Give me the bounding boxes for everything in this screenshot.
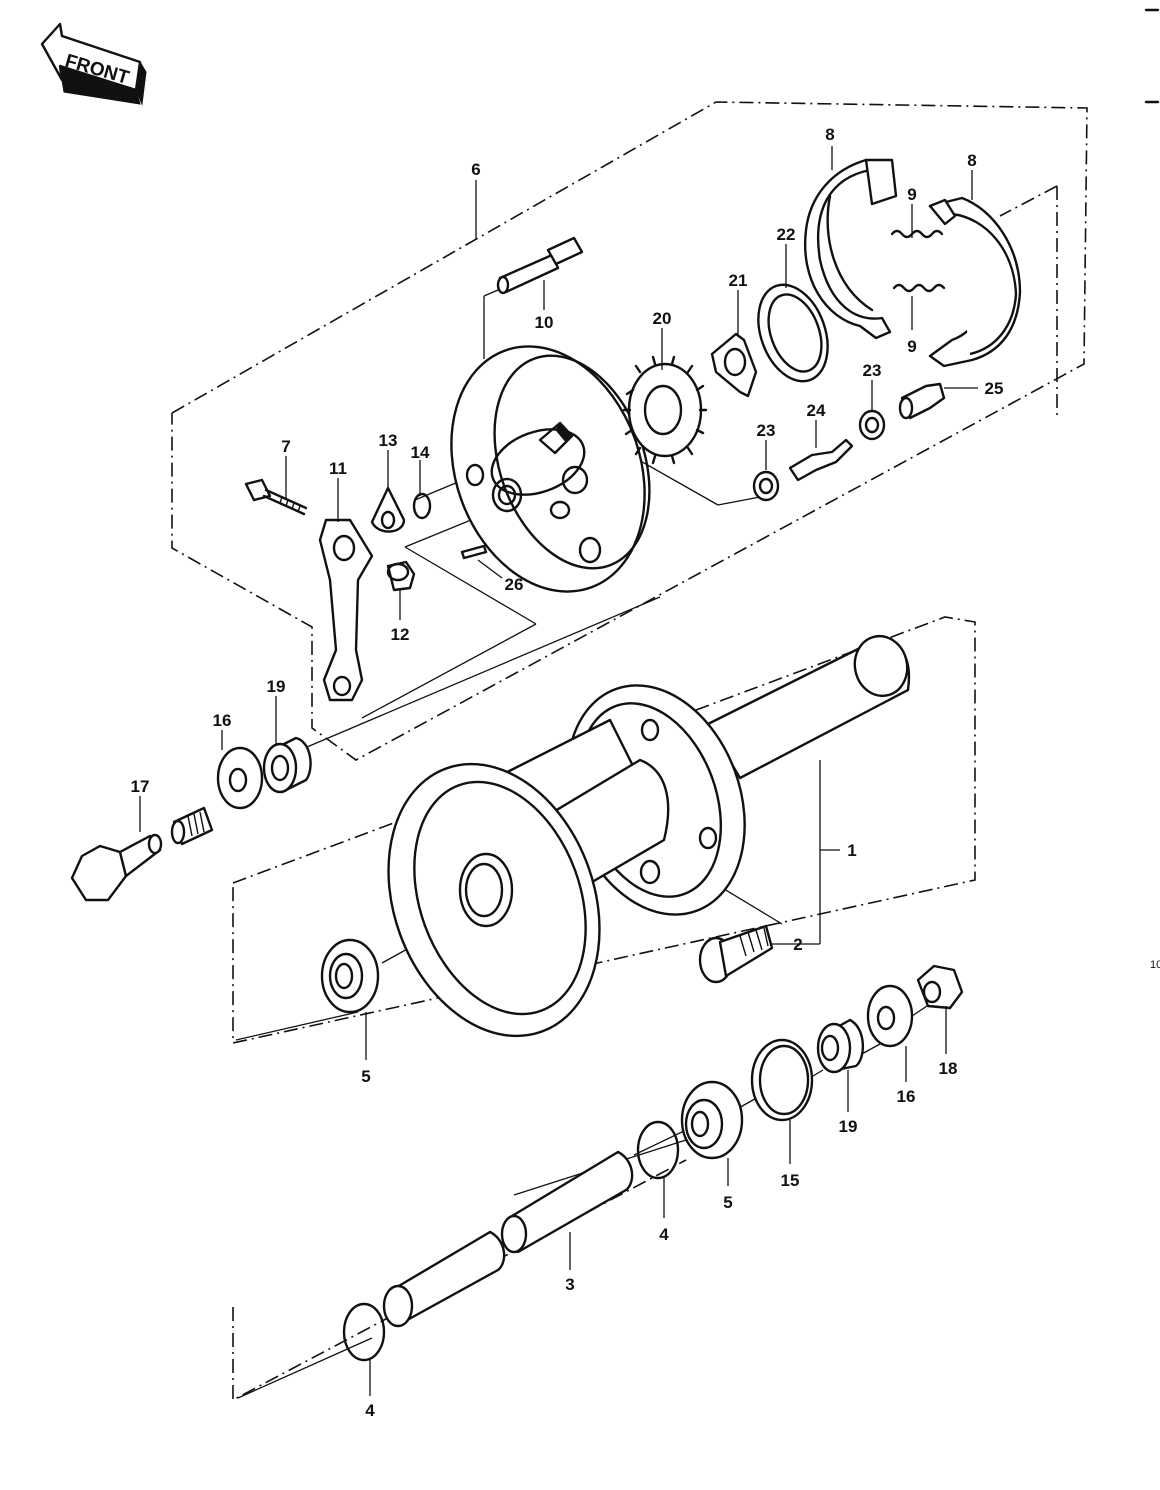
callout-8-left: 8 <box>825 125 834 144</box>
distance-collar-sleeve <box>382 1230 506 1328</box>
oil-seal <box>757 283 829 383</box>
gear-retainer <box>710 332 758 398</box>
axle-sleeve-boundary <box>232 1159 687 1402</box>
washer-23-upper <box>858 409 886 441</box>
cam-lever-bolt <box>244 478 308 516</box>
washer-23-lower-hole <box>758 477 774 495</box>
speedometer-pinion <box>788 438 854 482</box>
rear-axle <box>70 833 163 902</box>
circlip-4-lower <box>342 1302 386 1362</box>
callout-14: 14 <box>411 443 430 462</box>
shoe-spring-upper <box>890 229 944 239</box>
callout-8-right: 8 <box>967 151 976 170</box>
callout-22: 22 <box>777 225 796 244</box>
callout-16-left: 16 <box>213 711 232 730</box>
lever-collar <box>386 560 416 592</box>
callout-15: 15 <box>781 1171 800 1190</box>
callout-leaders <box>139 146 978 1396</box>
collar-19-left <box>262 736 312 794</box>
callout-10: 10 <box>535 313 554 332</box>
washer-23-upper-hole <box>864 416 880 434</box>
callout-1: 1 <box>847 841 856 860</box>
callout-19-left: 19 <box>267 677 286 696</box>
distance-collar-3 <box>500 1150 634 1254</box>
callout-9-lower: 9 <box>907 337 916 356</box>
callout-5-lower: 5 <box>723 1193 732 1212</box>
dust-seal-15 <box>750 1038 814 1122</box>
callout-17: 17 <box>131 777 150 796</box>
callout-3: 3 <box>565 1275 574 1294</box>
callout-16-right: 16 <box>897 1087 916 1106</box>
brake-camshaft <box>496 236 584 295</box>
callout-labels: 6 7 8 8 9 9 22 21 20 10 13 14 11 12 26 2… <box>131 125 1004 1420</box>
callout-4-lower: 4 <box>365 1401 375 1420</box>
wheel-hub <box>387 634 911 1038</box>
callout-26: 26 <box>505 575 524 594</box>
callout-18: 18 <box>939 1059 958 1078</box>
pinion-bushing <box>898 382 946 420</box>
pin-26 <box>460 544 488 560</box>
hub-assembly-boundary <box>232 616 976 1044</box>
hub-stud-bolt <box>698 924 774 984</box>
speedometer-gear <box>622 355 708 465</box>
brake-shoe-right <box>928 196 1022 368</box>
callout-11: 11 <box>329 459 347 478</box>
callout-2: 2 <box>793 935 802 954</box>
shoe-spring-lower <box>892 283 946 293</box>
axle-threaded-sleeve <box>170 806 214 846</box>
brake-cam-lever <box>318 518 374 702</box>
brake-panel-assembly-boundary <box>171 101 1088 761</box>
callout-25: 25 <box>985 379 1004 398</box>
callout-6: 6 <box>471 160 480 179</box>
callout-23-lower: 23 <box>757 421 776 440</box>
washer-23-lower <box>752 470 780 502</box>
o-ring-14 <box>412 492 432 520</box>
brake-panel <box>450 345 651 593</box>
axle-nut <box>916 964 964 1010</box>
callout-4-upper: 4 <box>659 1225 669 1244</box>
circlip-4-upper <box>636 1120 680 1180</box>
wheel-bearing-left <box>320 938 380 1014</box>
callout-9-upper: 9 <box>907 185 916 204</box>
wheel-bearing-right <box>680 1080 744 1160</box>
callout-19-right: 19 <box>839 1117 858 1136</box>
callout-23-upper: 23 <box>863 361 882 380</box>
front-arrow-icon: FRONT <box>40 22 147 106</box>
callout-7: 7 <box>281 437 290 456</box>
washer-16-right <box>866 984 914 1048</box>
wear-indicator <box>370 486 406 533</box>
callout-5-upper: 5 <box>361 1067 370 1086</box>
washer-16-left <box>216 746 264 810</box>
callout-13: 13 <box>379 431 398 450</box>
side-note: 10 <box>1150 959 1160 971</box>
brake-shoe-left <box>803 158 898 340</box>
collar-19-right <box>816 1018 864 1074</box>
callout-24: 24 <box>807 401 826 420</box>
callout-20: 20 <box>653 309 672 328</box>
callout-21: 21 <box>729 271 748 290</box>
callout-12: 12 <box>391 625 410 644</box>
